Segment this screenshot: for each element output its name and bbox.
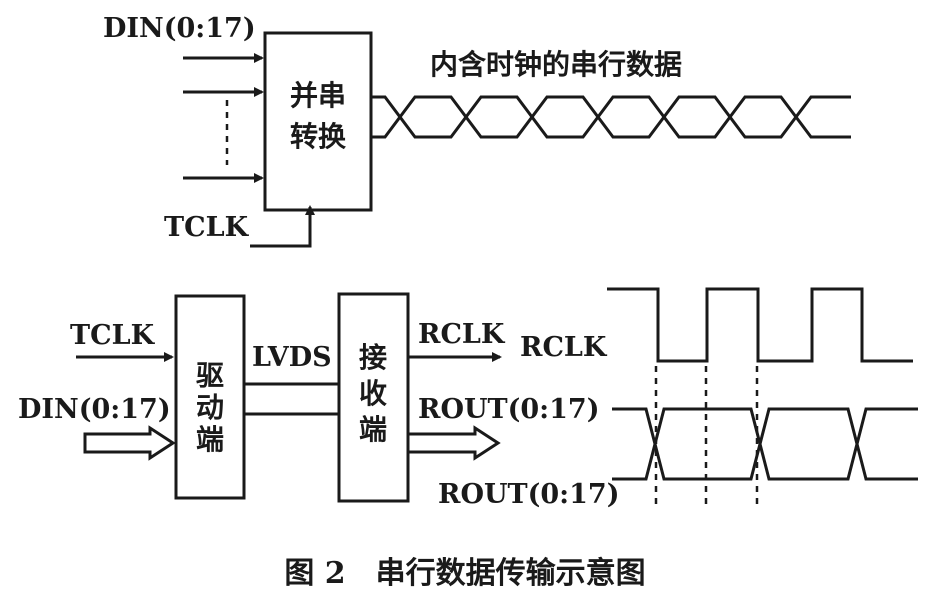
parallel-to-serial-label-1: 并串 [290,79,346,112]
bottom-din-bus-arrow [83,425,176,461]
driver-label-3: 端 [196,423,224,456]
parallel-to-serial-label-2: 转换 [290,120,347,153]
driver-block [174,294,246,500]
driver-label-1: 驱 [196,359,224,392]
rclk-output-label: RCLK [418,319,506,350]
rout-output-label: ROUT(0:17) [418,394,599,425]
serial-data-eye-waveform [371,95,851,139]
rout-output-bus-arrow [406,425,501,461]
figure-caption: 图 2 串行数据传输示意图 [284,556,645,591]
top-din-label: DIN(0:17) [103,13,256,44]
rout-data-waveform [612,407,918,481]
lvds-pair-lines [244,382,339,416]
top-tclk-arrow [250,205,315,248]
serial-data-label: 内含时钟的串行数据 [430,48,682,81]
receiver-block [337,292,410,503]
rclk-square-waveform [607,287,913,363]
lvds-label: LVDS [252,342,332,373]
rclk-waveform-label: RCLK [520,332,608,363]
bottom-din-label: DIN(0:17) [18,394,171,425]
receiver-label-3: 端 [359,413,387,446]
top-tclk-label: TCLK [164,212,250,243]
driver-label-2: 动 [196,391,224,424]
timing-dashed-guides [654,366,759,507]
receiver-label-2: 收 [359,377,387,410]
receiver-label-1: 接 [359,341,387,374]
rout-waveform-label: ROUT(0:17) [438,479,619,510]
top-din-input-arrows [183,53,264,183]
bottom-tclk-label: TCLK [70,320,156,351]
parallel-to-serial-block [263,31,373,212]
